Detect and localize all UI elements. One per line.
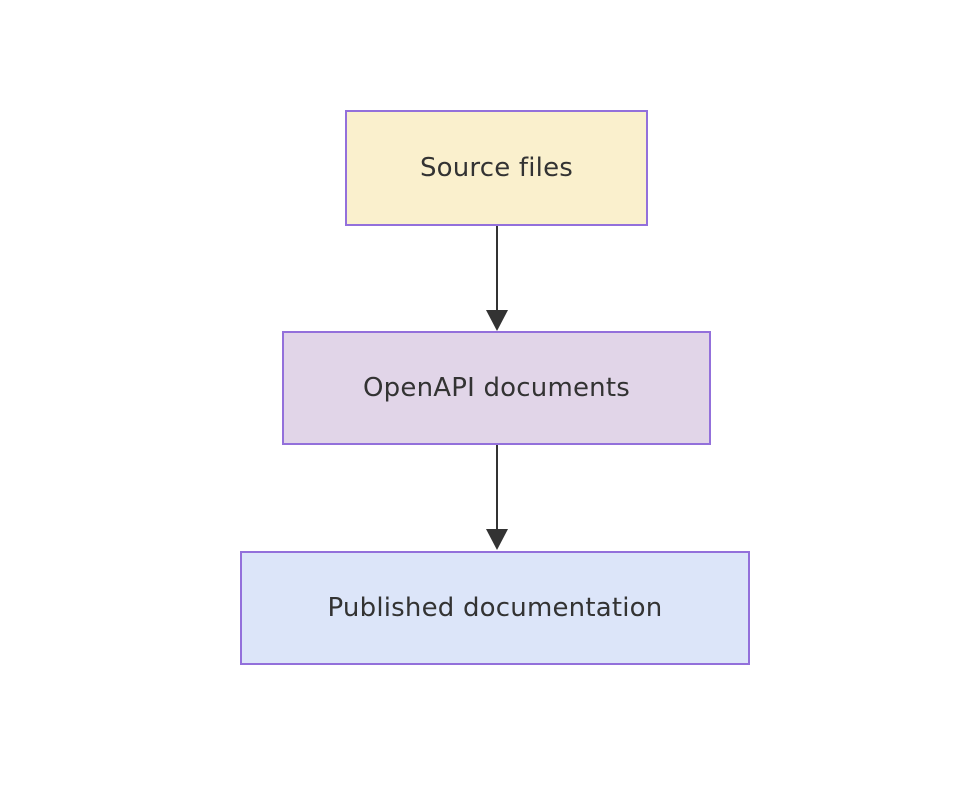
node-openapi-documents-label: OpenAPI documents xyxy=(363,373,630,403)
node-source-files: Source files xyxy=(345,110,648,226)
node-source-files-label: Source files xyxy=(419,153,574,183)
node-published-documentation: Published documentation xyxy=(240,551,750,665)
node-published-documentation-label: Published documentation xyxy=(327,593,663,623)
edge-source-to-openapi xyxy=(486,226,508,331)
arrowhead-down-icon xyxy=(486,310,508,331)
edge-openapi-to-published xyxy=(486,445,508,550)
node-openapi-documents: OpenAPI documents xyxy=(282,331,711,445)
arrowhead-down-icon xyxy=(486,529,508,550)
